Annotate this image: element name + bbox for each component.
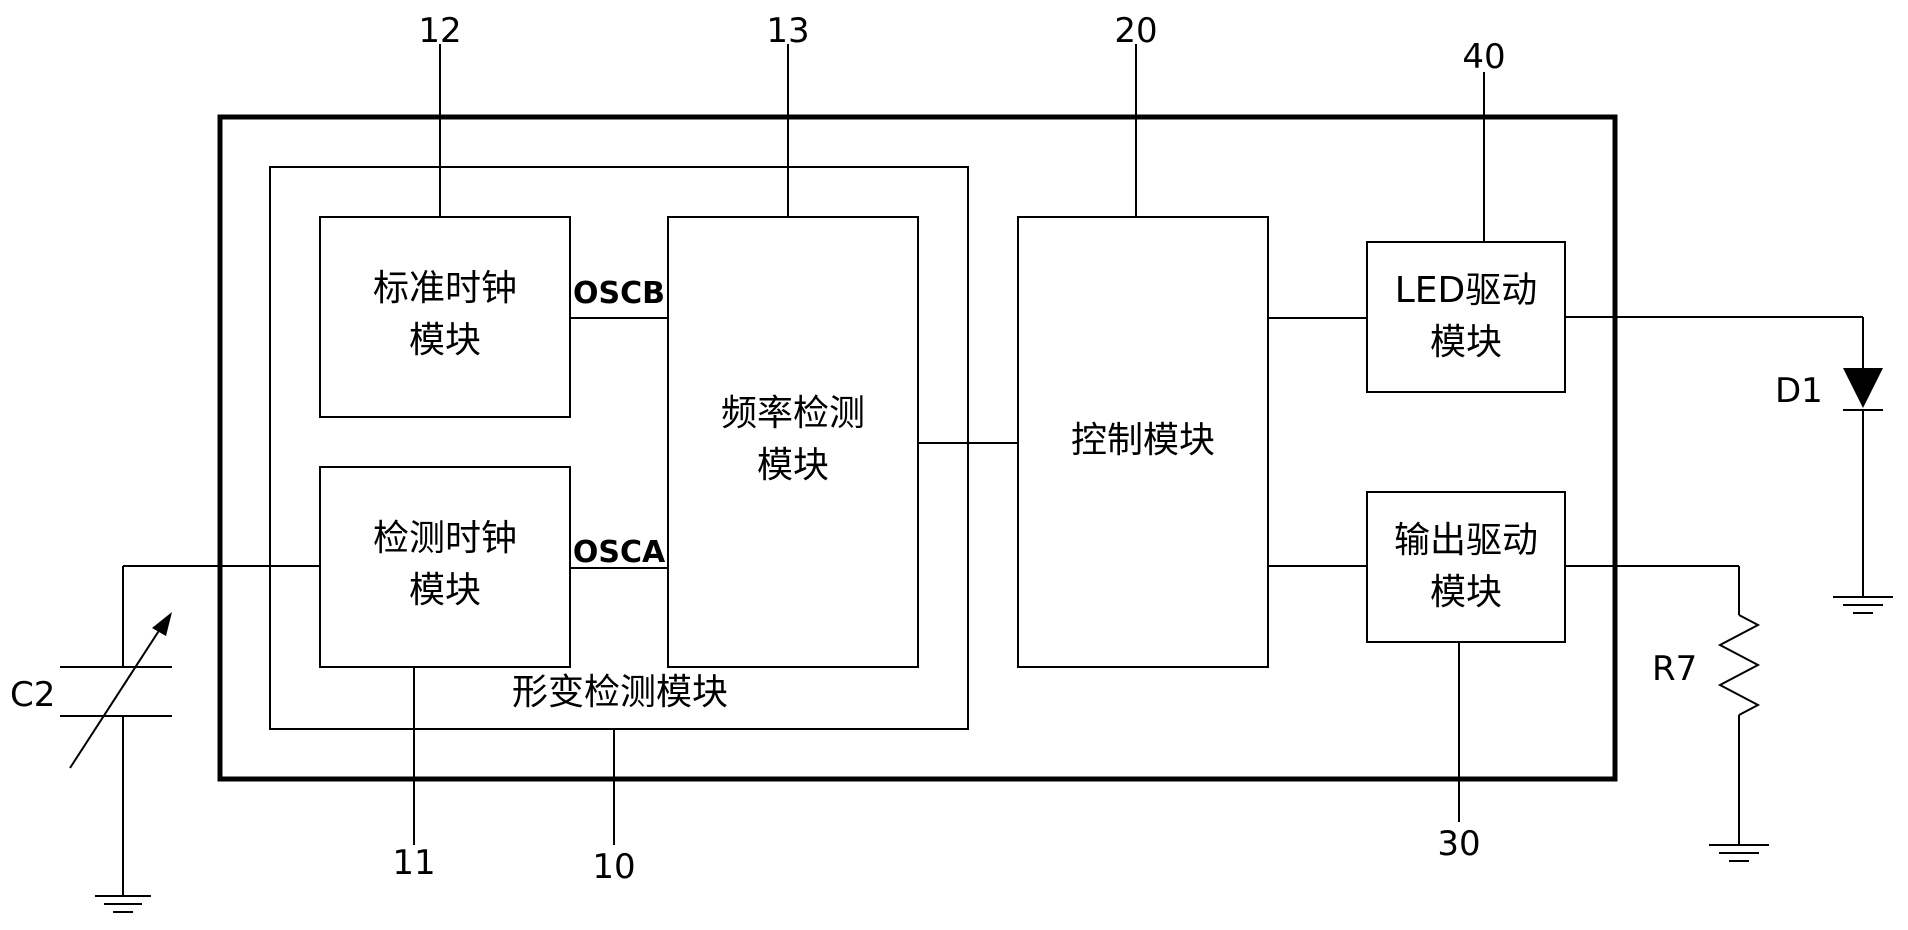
standard-clock-label-line1: 标准时钟	[373, 268, 517, 309]
freq-detect-label-line1: 频率检测	[721, 393, 865, 434]
detect-clock-label-line1: 检测时钟	[373, 518, 517, 559]
led-driver-label-line2: 模块	[1430, 322, 1502, 363]
resistor-r7	[1565, 565, 1769, 862]
output-driver-module-box	[1366, 491, 1566, 643]
deform-detect-label: 形变检测模块	[512, 672, 728, 713]
ref-10: 10	[592, 847, 635, 887]
detect-clock-module-box	[319, 466, 571, 668]
deform-detect-module-box	[269, 166, 969, 730]
standard-clock-module-box	[319, 216, 571, 418]
ref-40: 40	[1462, 37, 1505, 77]
led-driver-label-line1: LED驱动	[1395, 270, 1538, 311]
output-driver-label-line1: 输出驱动	[1394, 520, 1538, 561]
ref-11: 11	[392, 843, 435, 883]
c2-label: C2	[10, 675, 55, 715]
ref-13: 13	[766, 11, 809, 51]
detect-clock-label-line2: 模块	[409, 570, 481, 611]
led-d1	[1565, 316, 1893, 614]
osca-label: OSCA	[573, 535, 666, 570]
freq-detect-label-line2: 模块	[757, 445, 829, 486]
ref-12: 12	[418, 11, 461, 51]
variable-capacitor-c2	[60, 565, 320, 913]
control-label: 控制模块	[1071, 420, 1215, 461]
led-driver-module-box	[1366, 241, 1566, 393]
freq-detect-module-box	[667, 216, 919, 668]
standard-clock-label-line2: 模块	[409, 320, 481, 361]
r7-label: R7	[1652, 649, 1697, 689]
output-driver-label-line2: 模块	[1430, 572, 1502, 613]
ref-20: 20	[1114, 11, 1157, 51]
chip-outline	[217, 114, 1618, 782]
d1-label: D1	[1775, 371, 1823, 411]
ref-30: 30	[1437, 824, 1480, 864]
oscb-label: OSCB	[573, 276, 665, 311]
